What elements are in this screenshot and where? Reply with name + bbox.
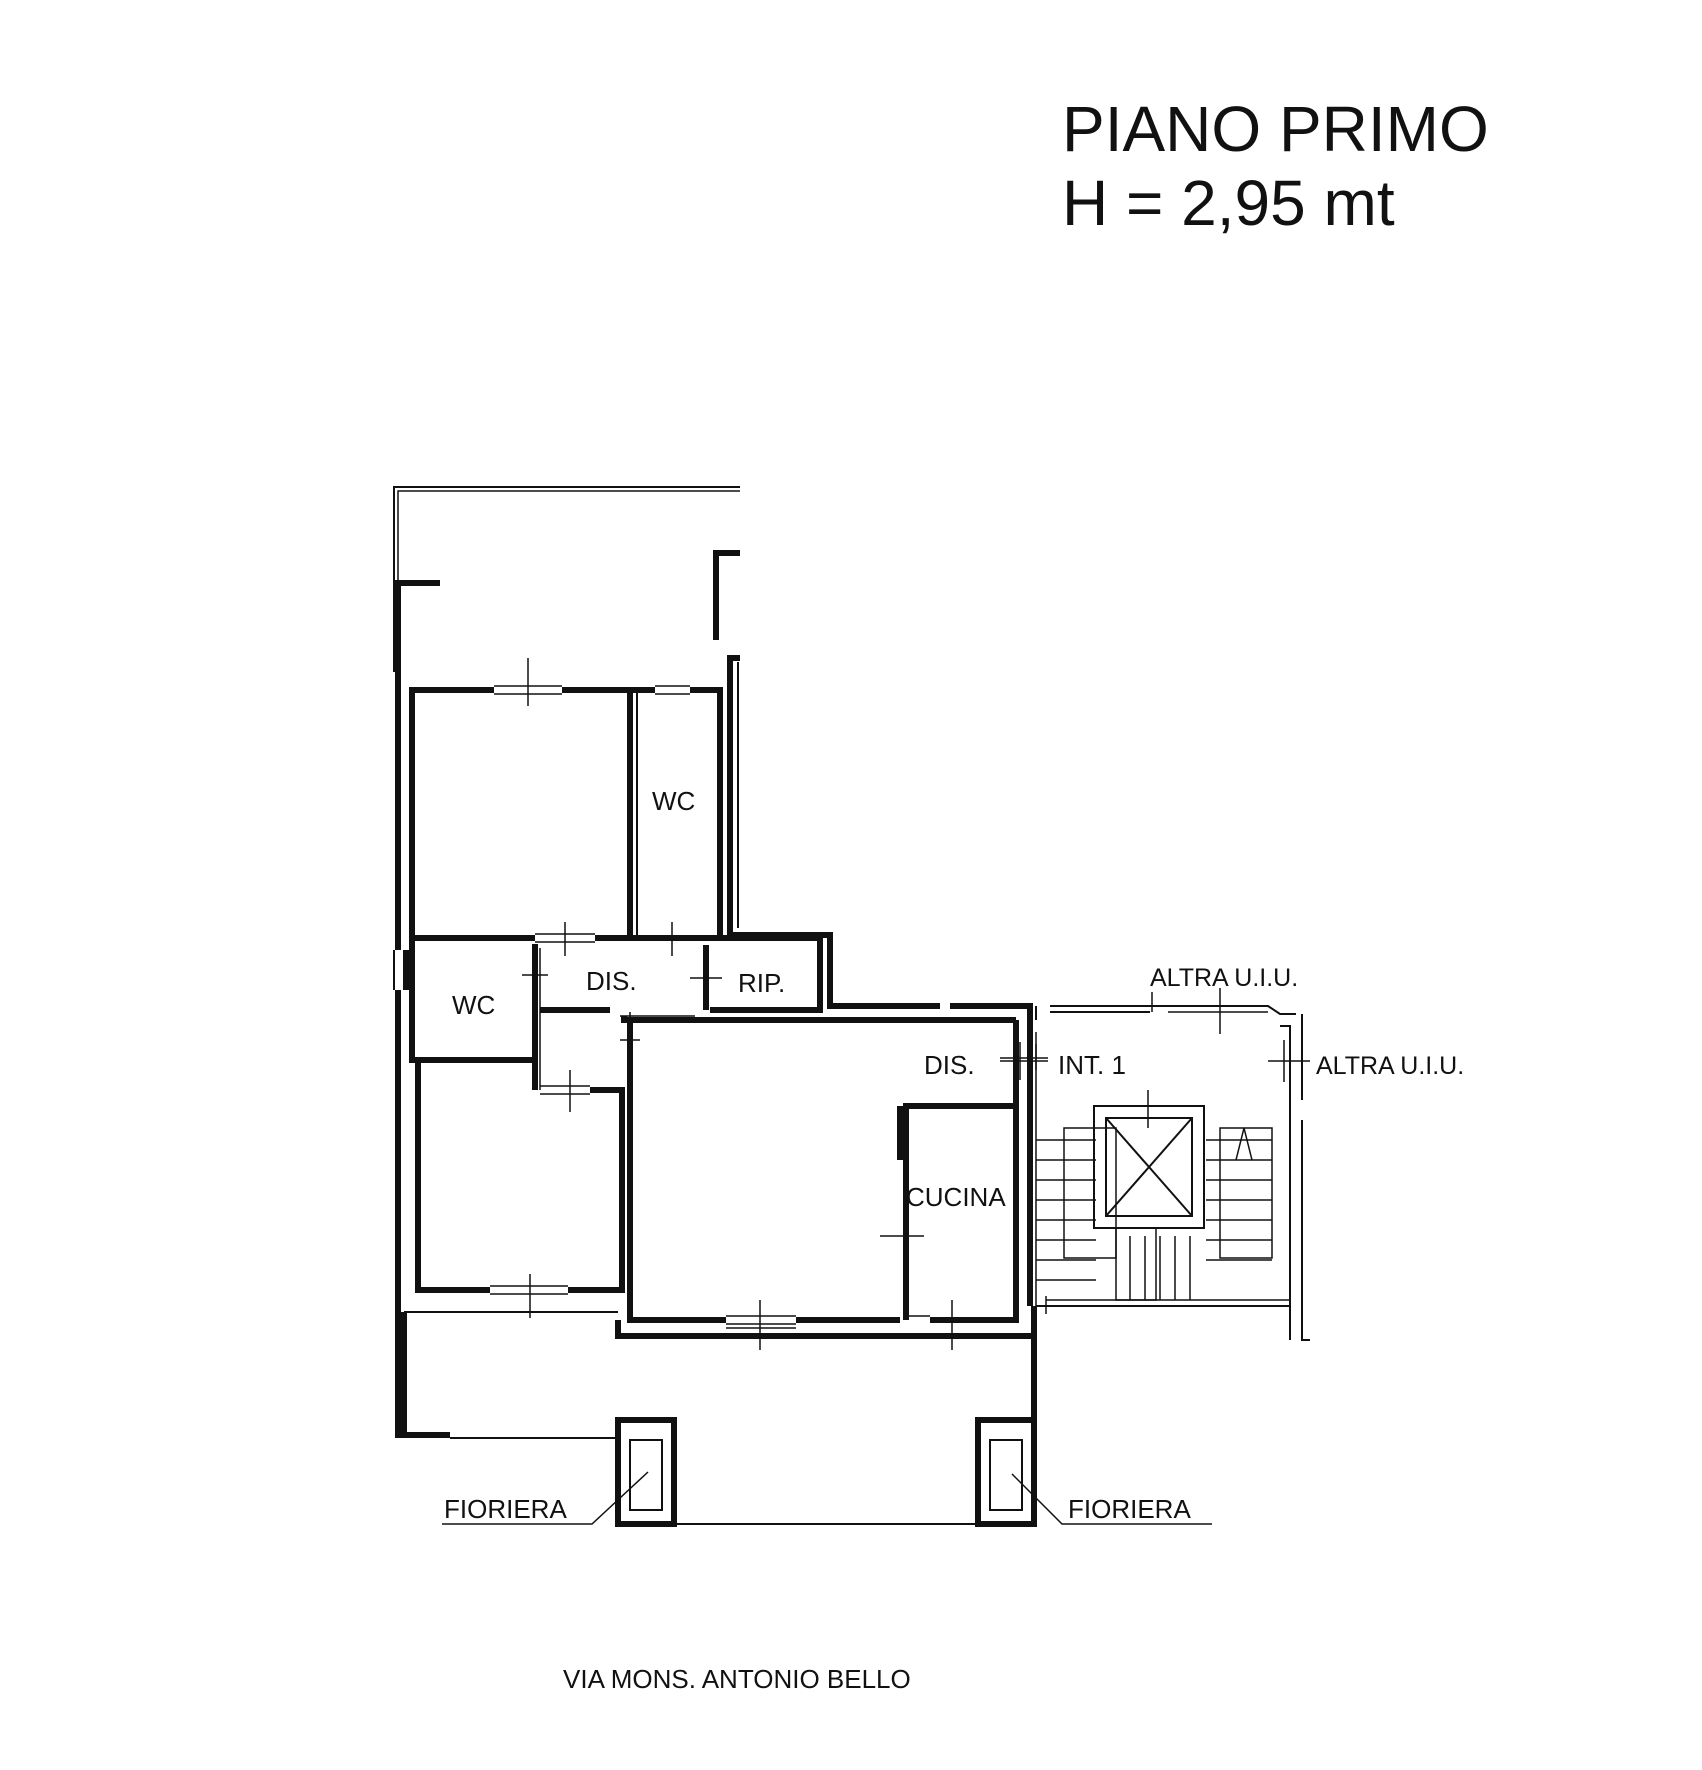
- street-name: VIA MONS. ANTONIO BELLO: [563, 1664, 911, 1694]
- height-label: H = 2,95 mt: [1062, 167, 1395, 239]
- corridor-block: [409, 922, 823, 1090]
- bedroom-lower: [415, 1012, 640, 1318]
- room-label-dis-right: DIS.: [924, 1050, 975, 1080]
- stairs: [1036, 1127, 1273, 1301]
- door-markers: [1000, 1040, 1048, 1080]
- lower-terrace: [401, 1311, 1037, 1525]
- room-label-dis-center: DIS.: [586, 966, 637, 996]
- room-label-int-1: INT. 1: [1058, 1050, 1126, 1080]
- leader-lines: [442, 1471, 1212, 1525]
- label-altra-uiu-top: ALTRA U.I.U.: [1150, 964, 1298, 992]
- stair-landing: [1000, 988, 1310, 1341]
- floor-title: PIANO PRIMO: [1062, 93, 1489, 165]
- label-fioriera-left: FIORIERA: [444, 1494, 567, 1524]
- elevator: [1093, 1090, 1205, 1229]
- title-block: PIANO PRIMO H = 2,95 mt: [1062, 92, 1489, 240]
- bedroom-top: [409, 658, 723, 938]
- planter-right: [975, 1417, 1037, 1527]
- label-altra-uiu-right: ALTRA U.I.U.: [1316, 1052, 1464, 1080]
- planter-left: [615, 1417, 677, 1527]
- room-label-rip: RIP.: [738, 968, 785, 998]
- room-label-wc-upper: WC: [652, 786, 695, 816]
- living-room: [615, 1016, 1037, 1350]
- upper-terrace: [393, 486, 740, 672]
- label-fioriera-right: FIORIERA: [1068, 1494, 1191, 1524]
- room-label-wc-lower: WC: [452, 990, 495, 1020]
- room-label-cucina: CUCINA: [906, 1182, 1006, 1212]
